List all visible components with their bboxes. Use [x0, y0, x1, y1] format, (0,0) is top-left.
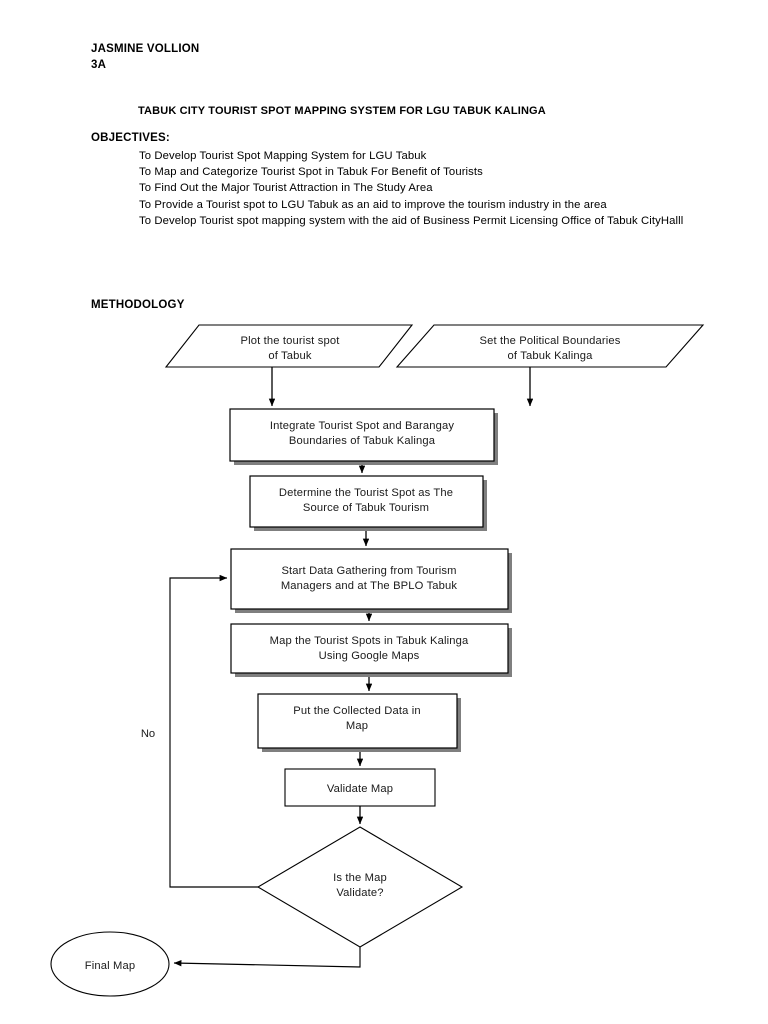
flow-node-label: Put the Collected Data in — [293, 705, 421, 717]
flow-node-label: Boundaries of Tabuk Kalinga — [289, 435, 436, 447]
flow-node-determine-tourist-spot: Determine the Tourist Spot as The Source… — [249, 475, 487, 531]
flow-node-plot-tourist-spot: Plot the tourist spot of Tabuk — [164, 324, 414, 368]
page-title: TABUK CITY TOURIST SPOT MAPPING SYSTEM F… — [138, 105, 546, 117]
flow-node-label: Start Data Gathering from Tourism — [281, 565, 456, 577]
flow-node-label: Is the Map — [333, 872, 387, 884]
objective-item: To Find Out the Major Tourist Attraction… — [139, 182, 433, 195]
flow-node-label: of Tabuk — [268, 350, 312, 362]
flow-node-label: Validate Map — [327, 783, 393, 795]
flow-node-start-data-gathering: Start Data Gathering from Tourism Manage… — [230, 548, 512, 613]
flow-node-map-tourist-spots: Map the Tourist Spots in Tabuk Kalinga U… — [230, 623, 512, 677]
flow-node-label: Integrate Tourist Spot and Barangay — [270, 420, 454, 432]
flow-node-set-political-boundaries: Set the Political Boundaries of Tabuk Ka… — [395, 324, 705, 368]
objectives-heading: OBJECTIVES: — [91, 132, 170, 144]
objective-item: To Provide a Tourist spot to LGU Tabuk a… — [139, 198, 607, 211]
flow-node-label: Managers and at The BPLO Tabuk — [281, 580, 458, 592]
flow-node-label: Using Google Maps — [319, 650, 420, 662]
flow-node-integrate-tourist-spot: Integrate Tourist Spot and Barangay Boun… — [229, 408, 498, 465]
objective-item: To Map and Categorize Tourist Spot in Ta… — [139, 166, 483, 179]
flow-node-label: Plot the tourist spot — [241, 335, 341, 347]
flow-edge-label-no: No — [141, 728, 155, 740]
flow-node-is-map-validate: Is the Map Validate? — [256, 826, 464, 948]
flow-edge-decision-to-final-map — [173, 947, 361, 968]
flow-node-label: Validate? — [336, 887, 383, 899]
flow-node-label: Set the Political Boundaries — [479, 335, 620, 347]
objectives-list: To Develop Tourist Spot Mapping System f… — [139, 148, 739, 229]
author-name: JASMINE VOLLION — [91, 43, 200, 55]
author-block: JASMINE VOLLION 3A — [91, 42, 199, 73]
objective-item: To Develop Tourist Spot Mapping System f… — [139, 150, 427, 162]
author-section: 3A — [91, 58, 107, 71]
flow-edge-no-feedback-loop — [169, 574, 258, 888]
flow-node-label: Final Map — [85, 960, 135, 972]
flow-node-put-collected-data: Put the Collected Data in Map — [257, 693, 461, 752]
flow-node-label: Map the Tourist Spots in Tabuk Kalinga — [270, 635, 469, 647]
flow-node-label: of Tabuk Kalinga — [508, 350, 594, 362]
flow-node-label: Map — [346, 720, 368, 732]
methodology-heading: METHODOLOGY — [91, 299, 185, 311]
flow-node-label: Determine the Tourist Spot as The — [279, 487, 453, 499]
flow-node-validate-map: Validate Map — [284, 768, 436, 807]
flow-node-final-map: Final Map — [50, 931, 170, 997]
objective-item: To Develop Tourist spot mapping system w… — [139, 214, 684, 227]
flow-node-label: Source of Tabuk Tourism — [303, 502, 429, 514]
